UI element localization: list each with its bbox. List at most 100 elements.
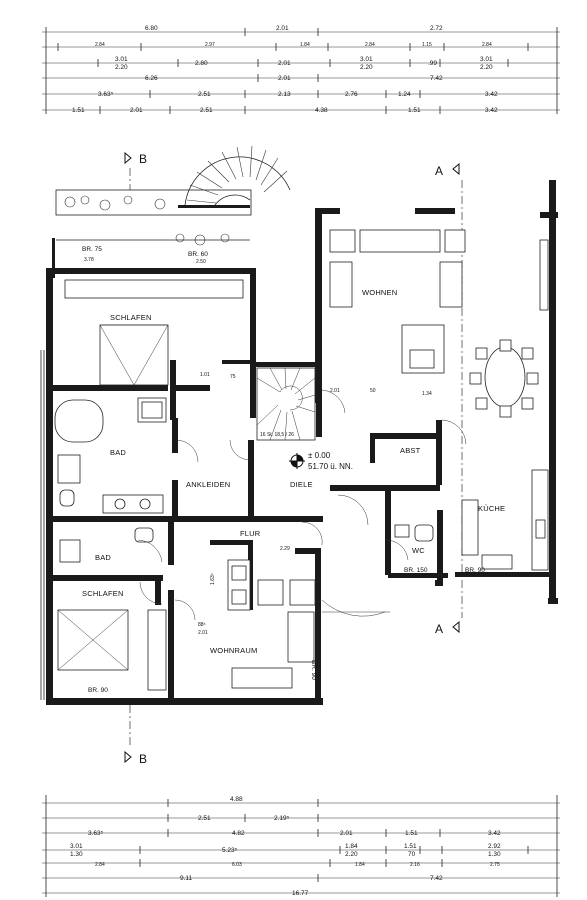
dim-top-2-76: 2.76 <box>345 91 358 98</box>
room-diele: DIELE <box>290 480 313 489</box>
dim-bot-2-01: 2.01 <box>340 830 353 837</box>
dim-2-50: 2.50 <box>196 259 206 265</box>
dim-top-2-84-b: 2.84 <box>365 42 375 48</box>
section-a-top: A <box>435 164 443 178</box>
bathtub <box>54 397 167 514</box>
dim-top-2-97: 2.97 <box>205 42 215 48</box>
level-marker <box>289 453 305 469</box>
room-wohnraum: WOHNRAUM <box>210 646 257 655</box>
door-swings <box>137 389 467 621</box>
dim-top-7-42: 7.42 <box>430 75 443 82</box>
dim-top-4-38: 4.38 <box>315 107 328 114</box>
dim-bot-2-51: 2.51 <box>198 815 211 822</box>
level-relative: ± 0.00 <box>308 451 331 460</box>
dim-inner-75: 75 <box>230 374 236 380</box>
west-windows <box>40 350 45 700</box>
level-absolute: 51.70 ü. NN. <box>308 462 353 471</box>
room-schlafen-2: SCHLAFEN <box>82 589 124 598</box>
dim-bot-1-51: 1.51 <box>405 830 418 837</box>
dim-top-3-42-b: 3.42 <box>485 107 498 114</box>
dim-bot-9-11: 9.11 <box>180 875 193 882</box>
dim-top-2-80: 2.80 <box>195 60 208 67</box>
opening-br90-kitchen: BR. 90 <box>465 567 485 574</box>
dim-top-3-01-b: 3.01 <box>360 56 373 63</box>
dim-inner-2-29: 2.29 <box>280 546 290 552</box>
opening-br60: BR. 60 <box>188 251 208 258</box>
dim-top-2-84-a: 2.84 <box>95 42 105 48</box>
dim-bot-1-51-b: 1.51 <box>404 843 417 850</box>
dim-bot-3-01: 3.01 <box>70 843 83 850</box>
opening-br90-wohnraum: BR. 90 <box>310 660 317 680</box>
dim-top-1-24: 1.24 <box>398 91 411 98</box>
room-ankleiden: ANKLEIDEN <box>186 480 230 489</box>
dim-top-2-01-d: 2.01 <box>130 107 143 114</box>
spiral-stair <box>178 145 291 208</box>
room-schlafen-1: SCHLAFEN <box>110 313 152 322</box>
room-bad-2: BAD <box>95 553 111 562</box>
kitchen-furniture <box>461 469 549 571</box>
dim-bot-16-77: 16.77 <box>292 890 309 897</box>
dim-top-99: .99 <box>428 60 437 67</box>
dim-top-1-51: 1.51 <box>72 107 85 114</box>
dim-bot-2-16: 2.16 <box>410 862 420 868</box>
dim-inner-1-01: 1.01 <box>200 372 210 378</box>
dim-bot-5-23: 5.23⁵ <box>222 847 238 854</box>
room-abst: ABST <box>400 446 421 455</box>
wc-furniture <box>394 524 434 542</box>
dim-inner-2-01: 2.01 <box>330 388 340 394</box>
living-furniture <box>329 229 549 418</box>
wohnraum-furniture <box>227 559 316 689</box>
bath2-furniture <box>59 527 154 563</box>
dim-top-2-01: 2.01 <box>276 25 289 32</box>
stair-note: 16 St. 18,5 / 26 <box>260 432 294 438</box>
bed-2 <box>57 609 167 691</box>
section-b-bottom: B <box>139 752 147 766</box>
dim-top-3-01-c: 3.01 <box>480 56 493 63</box>
dim-top-2-20-a: 2.20 <box>115 64 128 71</box>
balcony <box>52 189 252 278</box>
opening-br75: BR. 75 <box>82 246 102 253</box>
dim-bot-4-82: 4.82 <box>232 830 245 837</box>
opening-br90-bottom: BR. 90 <box>88 687 108 694</box>
dim-top-2-13: 2.13 <box>278 91 291 98</box>
dim-top-2-51-b: 2.51 <box>200 107 213 114</box>
dim-bot-2-20: 2.20 <box>345 851 358 858</box>
dim-top-2-84-c: 2.84 <box>482 42 492 48</box>
dim-top-2-20-c: 2.20 <box>480 64 493 71</box>
dim-inner-2-01-b: 2.01 <box>198 630 208 636</box>
dim-bot-4-88: 4.88 <box>230 796 243 803</box>
dim-inner-88: 88⁵ <box>198 622 206 628</box>
walls <box>46 180 558 705</box>
dim-bot-2-75: 2.75 <box>490 862 500 868</box>
bottom-dimension-chains: 4.88 2.51 2.19⁵ 3.63⁵ 4.82 2.01 1.51 3.4… <box>42 795 560 897</box>
dim-top-2-72: 2.72 <box>430 25 443 32</box>
section-a-bottom: A <box>435 622 443 636</box>
dim-top-2-20-b: 2.20 <box>360 64 373 71</box>
dim-bot-2-19: 2.19⁵ <box>274 815 290 822</box>
dim-bot-6-03: 6.03 <box>232 862 242 868</box>
dim-top-6-26: 6.26 <box>145 75 158 82</box>
dim-top-6-80: 6.80 <box>145 25 158 32</box>
dim-top-3-63: 3.63⁵ <box>98 91 114 98</box>
dim-bot-1-84-b: 1.84 <box>355 862 365 868</box>
dim-bot-3-42: 3.42 <box>488 830 501 837</box>
dim-bot-3-63: 3.63⁵ <box>88 830 104 837</box>
dim-bot-2-84: 2.84 <box>95 862 105 868</box>
room-flur: FLUR <box>240 529 261 538</box>
dim-bot-1-30: 1.30 <box>70 851 83 858</box>
room-wc: WC <box>412 546 425 555</box>
dim-bot-7-42: 7.42 <box>430 875 443 882</box>
opening-br150: BR. 150 <box>404 567 428 574</box>
dim-3-78: 3.78 <box>84 257 94 263</box>
bed-1 <box>64 279 244 386</box>
dim-bot-1-30-b: 1.30 <box>488 851 501 858</box>
dim-inner-1-34: 1.34 <box>422 391 432 397</box>
dim-top-2-01-c: 2.01 <box>278 75 291 82</box>
dim-bot-2-92: 2.92 <box>488 843 501 850</box>
room-wohnen: WOHNEN <box>362 288 397 297</box>
dim-top-1-51-b: 1.51 <box>408 107 421 114</box>
room-kueche: KÜCHE <box>478 504 505 513</box>
dim-top-2-51: 2.51 <box>198 91 211 98</box>
dim-top-2-01-b: 2.01 <box>278 60 291 67</box>
dim-top-3-01-a: 3.01 <box>115 56 128 63</box>
